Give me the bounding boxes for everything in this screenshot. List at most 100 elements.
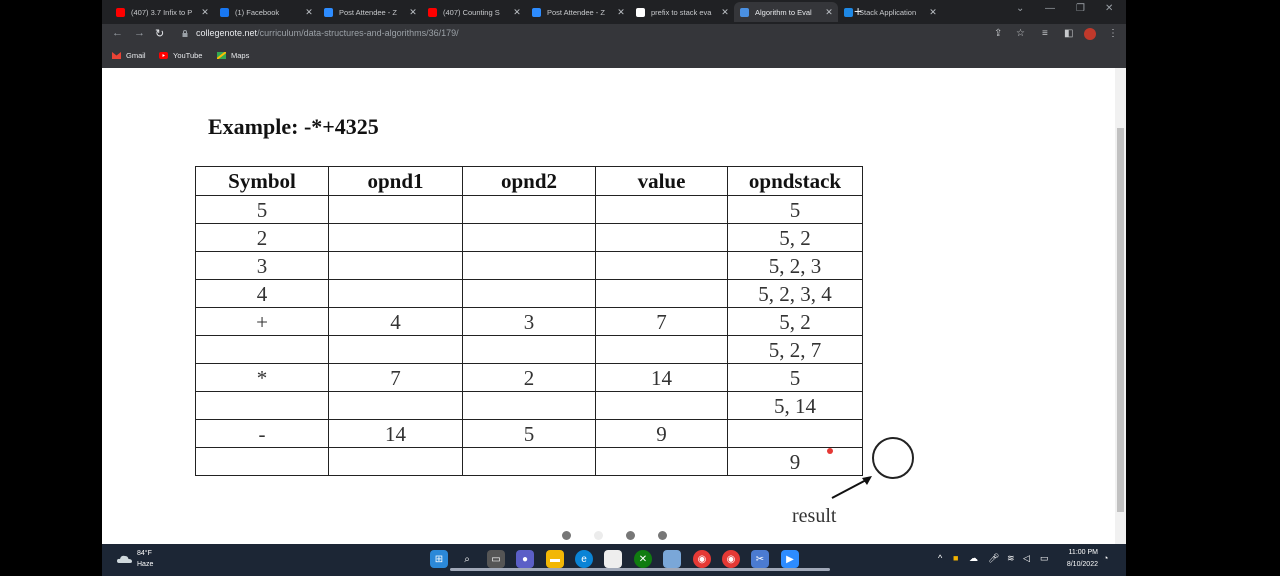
minimize-icon[interactable]: — bbox=[1045, 3, 1055, 14]
profile-avatar[interactable] bbox=[1084, 28, 1096, 40]
url-path: /curriculum/data-structures-and-algorith… bbox=[257, 28, 459, 38]
j-icon bbox=[844, 7, 853, 17]
task-view-icon[interactable]: ▭ bbox=[487, 550, 505, 568]
lock-icon[interactable] bbox=[182, 30, 188, 37]
tray-chevron-icon[interactable]: ^ bbox=[938, 553, 943, 563]
weather-desc: Haze bbox=[137, 561, 154, 568]
table-cell bbox=[727, 419, 863, 448]
carousel-dot[interactable] bbox=[594, 531, 603, 540]
carousel-dot[interactable] bbox=[562, 531, 571, 540]
volume-icon[interactable]: ◁ bbox=[1023, 553, 1030, 563]
browser-tab[interactable]: prefix to stack eva ✕ bbox=[630, 2, 734, 22]
windows-start-icon[interactable]: ⊞ bbox=[430, 550, 448, 568]
zoom-icon[interactable]: ▶ bbox=[781, 550, 799, 568]
chrome-icon[interactable]: ◉ bbox=[693, 550, 711, 568]
table-cell: 9 bbox=[727, 447, 863, 476]
table-cell bbox=[328, 195, 463, 224]
bookmark-gmail[interactable]: Gmail bbox=[112, 51, 146, 60]
clock-date[interactable]: 8/10/2022 bbox=[1066, 561, 1098, 568]
file-explorer-icon[interactable]: ▬ bbox=[546, 550, 564, 568]
table-cell: 14 bbox=[595, 363, 728, 392]
table-cell: 5, 2 bbox=[727, 223, 863, 252]
wifi-icon[interactable]: ≋ bbox=[1007, 553, 1015, 563]
column-header: opndstack bbox=[727, 166, 863, 196]
result-circle bbox=[872, 437, 914, 479]
browser-tab[interactable]: Post Attendee - Z✕ bbox=[526, 2, 630, 22]
close-window-icon[interactable]: ✕ bbox=[1105, 3, 1114, 14]
chrome-alt-icon[interactable]: ◉ bbox=[722, 550, 740, 568]
table-cell: + bbox=[195, 307, 329, 336]
close-tab-icon[interactable]: ✕ bbox=[721, 6, 729, 17]
tab-search-icon[interactable]: ⌄ bbox=[1016, 3, 1025, 14]
weather-temp: 84°F bbox=[137, 550, 152, 557]
onedrive-icon[interactable]: ☁ bbox=[969, 553, 978, 563]
carousel-dot[interactable] bbox=[658, 531, 667, 540]
media-icon[interactable]: ≡ bbox=[1042, 28, 1048, 39]
column-header: opnd1 bbox=[328, 166, 463, 196]
table-cell bbox=[328, 279, 463, 308]
reload-icon[interactable]: ↻ bbox=[155, 28, 165, 40]
tab-title: (1) Facebook bbox=[235, 7, 280, 17]
bank-icon bbox=[740, 7, 749, 17]
notification-icon[interactable]: ◔ bbox=[1103, 553, 1109, 563]
teams-chat-icon[interactable]: ● bbox=[516, 550, 534, 568]
bookmark-maps[interactable]: Maps bbox=[217, 51, 249, 60]
table-cell bbox=[462, 195, 596, 224]
browser-tab[interactable]: (407) 3.7 Infix to P✕ bbox=[110, 2, 214, 22]
scrollbar[interactable] bbox=[1115, 68, 1126, 544]
table-cell: 2 bbox=[462, 363, 596, 392]
table-cell bbox=[595, 223, 728, 252]
close-tab-icon[interactable]: ✕ bbox=[201, 6, 209, 17]
tab-title: prefix to stack eva bbox=[651, 7, 712, 17]
browser-tab[interactable]: (407) Counting S✕ bbox=[422, 2, 526, 22]
clock-time[interactable]: 11:00 PM bbox=[1068, 549, 1098, 556]
sidepanel-icon[interactable]: ◧ bbox=[1064, 28, 1074, 39]
store-icon[interactable] bbox=[604, 550, 622, 568]
table-cell bbox=[595, 447, 728, 476]
new-tab-button[interactable]: + bbox=[854, 3, 863, 19]
close-tab-icon[interactable]: ✕ bbox=[617, 6, 625, 17]
search-icon[interactable]: ⌕ bbox=[464, 553, 470, 565]
close-tab-icon[interactable]: ✕ bbox=[513, 6, 521, 17]
table-row: 9 bbox=[195, 447, 863, 476]
xbox-icon[interactable]: ✕ bbox=[634, 550, 652, 568]
tab-title: Stack Application bbox=[859, 7, 917, 17]
battery-icon[interactable]: ▭ bbox=[1040, 553, 1049, 563]
carousel-dot[interactable] bbox=[626, 531, 635, 540]
edge-icon[interactable]: e bbox=[575, 550, 593, 568]
forward-icon[interactable]: → bbox=[134, 27, 145, 39]
url-host: collegenote.net bbox=[196, 28, 258, 38]
bookmark-star-icon[interactable]: ☆ bbox=[1016, 28, 1025, 39]
weather-icon[interactable] bbox=[116, 552, 134, 566]
snip-icon[interactable]: ✂ bbox=[751, 550, 769, 568]
browser-tab[interactable]: (1) Facebook ✕ bbox=[214, 2, 318, 22]
mic-icon[interactable]: 🎤︎ bbox=[988, 553, 1000, 563]
table-cell: 9 bbox=[595, 419, 728, 448]
table-cell: 5, 2 bbox=[727, 307, 863, 336]
close-tab-icon[interactable]: ✕ bbox=[929, 6, 937, 17]
taskbar-progress bbox=[450, 568, 830, 571]
tray-app-icon[interactable]: ■ bbox=[953, 553, 959, 563]
table-cell bbox=[462, 223, 596, 252]
share-icon[interactable]: ⇪ bbox=[994, 28, 1003, 39]
menu-icon[interactable]: ⋮ bbox=[1108, 28, 1118, 39]
address-bar[interactable]: collegenote.net/curriculum/data-structur… bbox=[196, 28, 459, 38]
scrollbar-thumb[interactable] bbox=[1117, 128, 1124, 512]
restore-icon[interactable]: ❐ bbox=[1076, 3, 1085, 14]
table-cell bbox=[462, 279, 596, 308]
close-tab-icon[interactable]: ✕ bbox=[825, 6, 833, 17]
browser-tab[interactable]: Post Attendee - Z✕ bbox=[318, 2, 422, 22]
bookmark-youtube[interactable]: YouTube bbox=[159, 51, 202, 60]
photos-icon[interactable] bbox=[663, 550, 681, 568]
browser-tab[interactable]: Algorithm to Eval✕ bbox=[734, 2, 838, 22]
table-cell: 3 bbox=[195, 251, 329, 280]
back-icon[interactable]: ← bbox=[112, 27, 123, 39]
toolbar bbox=[102, 24, 1126, 46]
browser-tab[interactable]: Stack Application ✕ bbox=[838, 2, 942, 22]
close-tab-icon[interactable]: ✕ bbox=[305, 6, 313, 17]
close-tab-icon[interactable]: ✕ bbox=[409, 6, 417, 17]
